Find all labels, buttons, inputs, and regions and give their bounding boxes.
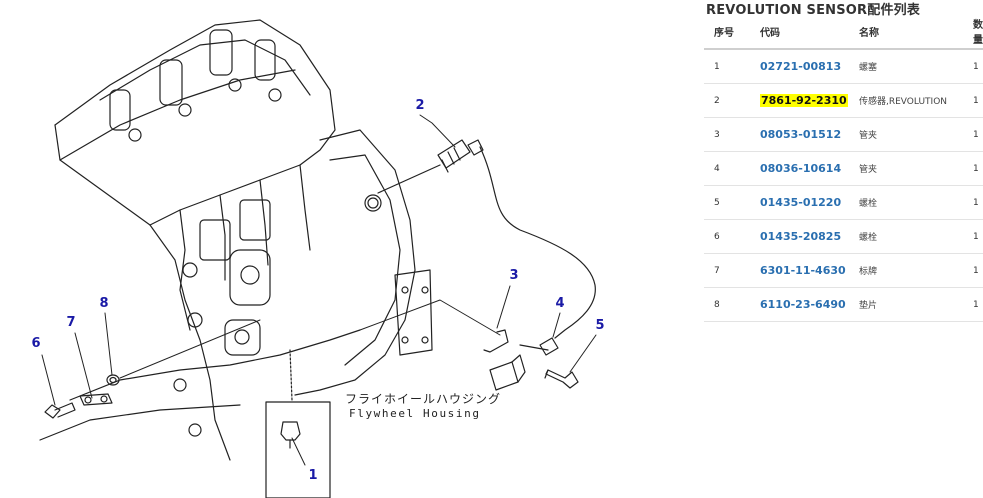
table-row: 5 01435-01220 螺栓 1	[704, 185, 983, 220]
row-no: 3	[704, 117, 760, 152]
column-header-qty: 数量	[969, 14, 983, 50]
parts-table-header: 序号 代码 名称 数量	[704, 14, 983, 50]
callout-2[interactable]: 2	[415, 98, 425, 113]
part-name: 螺栓	[859, 185, 969, 220]
callout-8[interactable]: 8	[99, 296, 109, 311]
row-no: 2	[704, 83, 760, 118]
callout-7[interactable]: 7	[66, 315, 76, 330]
revolution-sensor-drawing	[377, 139, 596, 391]
column-header-name: 名称	[859, 14, 969, 50]
row-no: 1	[704, 49, 760, 84]
part-code-link-highlighted[interactable]: 7861-92-2310	[760, 94, 848, 107]
parts-table: 序号 代码 名称 数量 1 02721-00813 螺塞 1 2 7861-92…	[704, 14, 983, 322]
part-name: 标牌	[859, 253, 969, 288]
column-header-no: 序号	[704, 14, 760, 50]
callout-5[interactable]: 5	[595, 318, 605, 333]
table-row: 8 6110-23-6490 垫片 1	[704, 287, 983, 322]
part-name: 垫片	[859, 287, 969, 322]
part-qty: 1	[969, 287, 983, 322]
part-name: 管夹	[859, 151, 969, 186]
part-code-link[interactable]: 08053-01512	[760, 128, 842, 141]
part-code-link[interactable]: 02721-00813	[760, 60, 842, 73]
row-no: 4	[704, 151, 760, 186]
part-name: 传感器,REVOLUTION	[859, 83, 969, 118]
callout-6[interactable]: 6	[31, 336, 41, 351]
flywheel-housing-label-en: Flywheel Housing	[349, 407, 481, 420]
table-row: 1 02721-00813 螺塞 1	[704, 49, 983, 84]
table-row: 2 7861-92-2310 传感器,REVOLUTION 1	[704, 83, 983, 118]
part-qty: 1	[969, 253, 983, 288]
part-qty: 1	[969, 151, 983, 186]
fastener-drawing	[44, 319, 261, 419]
engine-drawing	[39, 19, 597, 498]
part-name: 螺塞	[859, 49, 969, 84]
table-row: 7 6301-11-4630 标牌 1	[704, 253, 983, 288]
part-qty: 1	[969, 219, 983, 254]
table-row: 6 01435-20825 螺栓 1	[704, 219, 983, 254]
part-code-link[interactable]: 01435-01220	[760, 196, 842, 209]
table-row: 3 08053-01512 管夹 1	[704, 117, 983, 152]
part-code-link[interactable]: 6110-23-6490	[760, 298, 846, 311]
exploded-parts-diagram: 2 3 4 5 1 6 7 8 フライホイールハウジング Flywheel Ho…	[31, 19, 605, 498]
engine-block	[39, 19, 433, 498]
part-name: 管夹	[859, 117, 969, 152]
part-qty: 1	[969, 49, 983, 84]
part-qty: 1	[969, 83, 983, 118]
table-row: 4 08036-10614 管夹 1	[704, 151, 983, 186]
row-no: 6	[704, 219, 760, 254]
part-qty: 1	[969, 117, 983, 152]
leader-lines	[41, 114, 597, 466]
callout-3[interactable]: 3	[509, 268, 519, 283]
row-no: 8	[704, 287, 760, 322]
callout-4[interactable]: 4	[555, 296, 565, 311]
part-qty: 1	[969, 185, 983, 220]
part-code-link[interactable]: 01435-20825	[760, 230, 842, 243]
part-code-link[interactable]: 6301-11-4630	[760, 264, 846, 277]
part-name: 螺栓	[859, 219, 969, 254]
row-no: 7	[704, 253, 760, 288]
callout-1[interactable]: 1	[308, 468, 318, 483]
flywheel-housing-label-jp: フライホイールハウジング	[345, 392, 502, 406]
row-no: 5	[704, 185, 760, 220]
part-code-link[interactable]: 08036-10614	[760, 162, 842, 175]
column-header-code: 代码	[760, 14, 859, 50]
parts-list-panel: REVOLUTION SENSOR配件列表 序号 代码 名称 数量 1 0272…	[704, 0, 983, 498]
